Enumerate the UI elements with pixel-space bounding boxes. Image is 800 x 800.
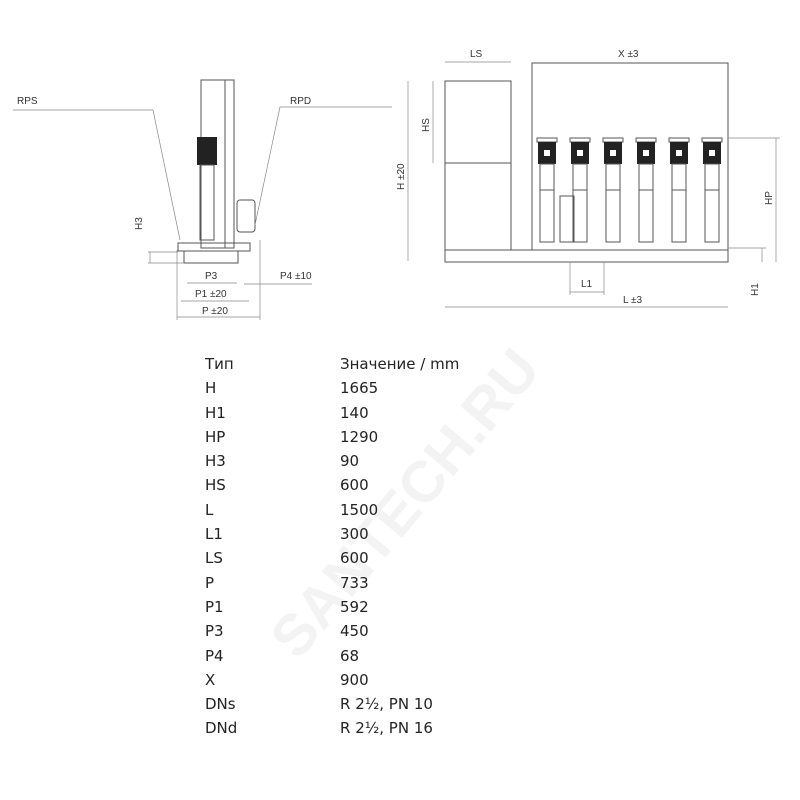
cell-type: H1 xyxy=(205,403,226,422)
table-row: L1 300 xyxy=(205,522,459,546)
pump-icon xyxy=(668,137,690,243)
pump-icon xyxy=(569,137,591,243)
label-p4: P4 ±10 xyxy=(280,271,312,282)
side-view: RPS RPD H3 P3 P4 ±10 P1 ±20 P ±20 xyxy=(13,79,392,320)
cell-value: 592 xyxy=(340,597,369,616)
table-row: DNd R 2½, PN 16 xyxy=(205,716,459,740)
label-l: L ±3 xyxy=(623,295,642,306)
cell-type: LS xyxy=(205,549,223,568)
pump-icon xyxy=(602,137,624,243)
cell-value: 68 xyxy=(340,646,360,665)
table-row: P 733 xyxy=(205,571,459,595)
cell-value: 1500 xyxy=(340,500,379,519)
table-row: LS 600 xyxy=(205,546,459,570)
table-row: HS 600 xyxy=(205,473,459,497)
header-type: Тип xyxy=(205,355,234,373)
cell-type: L xyxy=(205,500,214,519)
cell-type: X xyxy=(205,670,216,689)
table-row: P3 450 xyxy=(205,619,459,643)
cell-value: 600 xyxy=(340,476,369,495)
cell-type: DNs xyxy=(205,695,236,714)
label-p: P ±20 xyxy=(202,306,228,317)
label-hs: HS xyxy=(421,118,432,132)
cell-value: 450 xyxy=(340,622,369,641)
cell-value: 1665 xyxy=(340,379,379,398)
label-l1: L1 xyxy=(581,279,593,290)
cell-type: H3 xyxy=(205,452,226,471)
cell-type: P4 xyxy=(205,646,224,665)
cell-type: DNd xyxy=(205,719,238,738)
pump-icon xyxy=(701,137,723,243)
label-h3: H3 xyxy=(134,217,145,230)
cell-type: L1 xyxy=(205,525,223,544)
label-p3: P3 xyxy=(205,271,218,282)
cell-value: 90 xyxy=(340,452,360,471)
cell-value: 900 xyxy=(340,670,369,689)
cell-value: 300 xyxy=(340,525,369,544)
cell-type: H xyxy=(205,379,217,398)
cell-type: HP xyxy=(205,427,226,446)
table-row: H3 90 xyxy=(205,449,459,473)
front-view: LS X ±3 HS H ±20 HP H1 L1 L ±3 xyxy=(396,49,780,308)
table-header: Тип Значение / mm xyxy=(205,352,459,376)
cell-value: R 2½, PN 10 xyxy=(340,695,433,714)
label-ls: LS xyxy=(470,49,483,60)
table-row: DNs R 2½, PN 10 xyxy=(205,692,459,716)
label-h1: H1 xyxy=(750,283,761,296)
pump-icon xyxy=(536,137,558,243)
table-row: P1 592 xyxy=(205,595,459,619)
label-hp: HP xyxy=(764,191,775,205)
cell-type: HS xyxy=(205,476,226,495)
pressure-tank-icon xyxy=(236,199,256,233)
label-x: X ±3 xyxy=(618,49,639,60)
label-rpd: RPD xyxy=(290,96,311,107)
pump-icon xyxy=(635,137,657,243)
label-p1: P1 ±20 xyxy=(195,289,227,300)
table-row: L 1500 xyxy=(205,498,459,522)
table-row: P4 68 xyxy=(205,644,459,668)
cell-value: 140 xyxy=(340,403,369,422)
cell-type: P xyxy=(205,573,215,592)
table-row: X 900 xyxy=(205,668,459,692)
cell-value: 733 xyxy=(340,573,369,592)
table-row: HP 1290 xyxy=(205,425,459,449)
label-rps: RPS xyxy=(17,96,38,107)
table-row: H 1665 xyxy=(205,376,459,400)
label-h: H ±20 xyxy=(396,163,407,190)
cell-type: P1 xyxy=(205,597,224,616)
table-row: H1 140 xyxy=(205,401,459,425)
motor-icon xyxy=(197,137,217,165)
cell-value: R 2½, PN 16 xyxy=(340,719,433,738)
cell-type: P3 xyxy=(205,622,224,641)
technical-drawing: RPS RPD H3 P3 P4 ±10 P1 ±20 P ±20 LS X ±… xyxy=(13,49,780,320)
cell-value: 1290 xyxy=(340,427,379,446)
cell-value: 600 xyxy=(340,549,369,568)
header-value: Значение / mm xyxy=(340,355,460,373)
